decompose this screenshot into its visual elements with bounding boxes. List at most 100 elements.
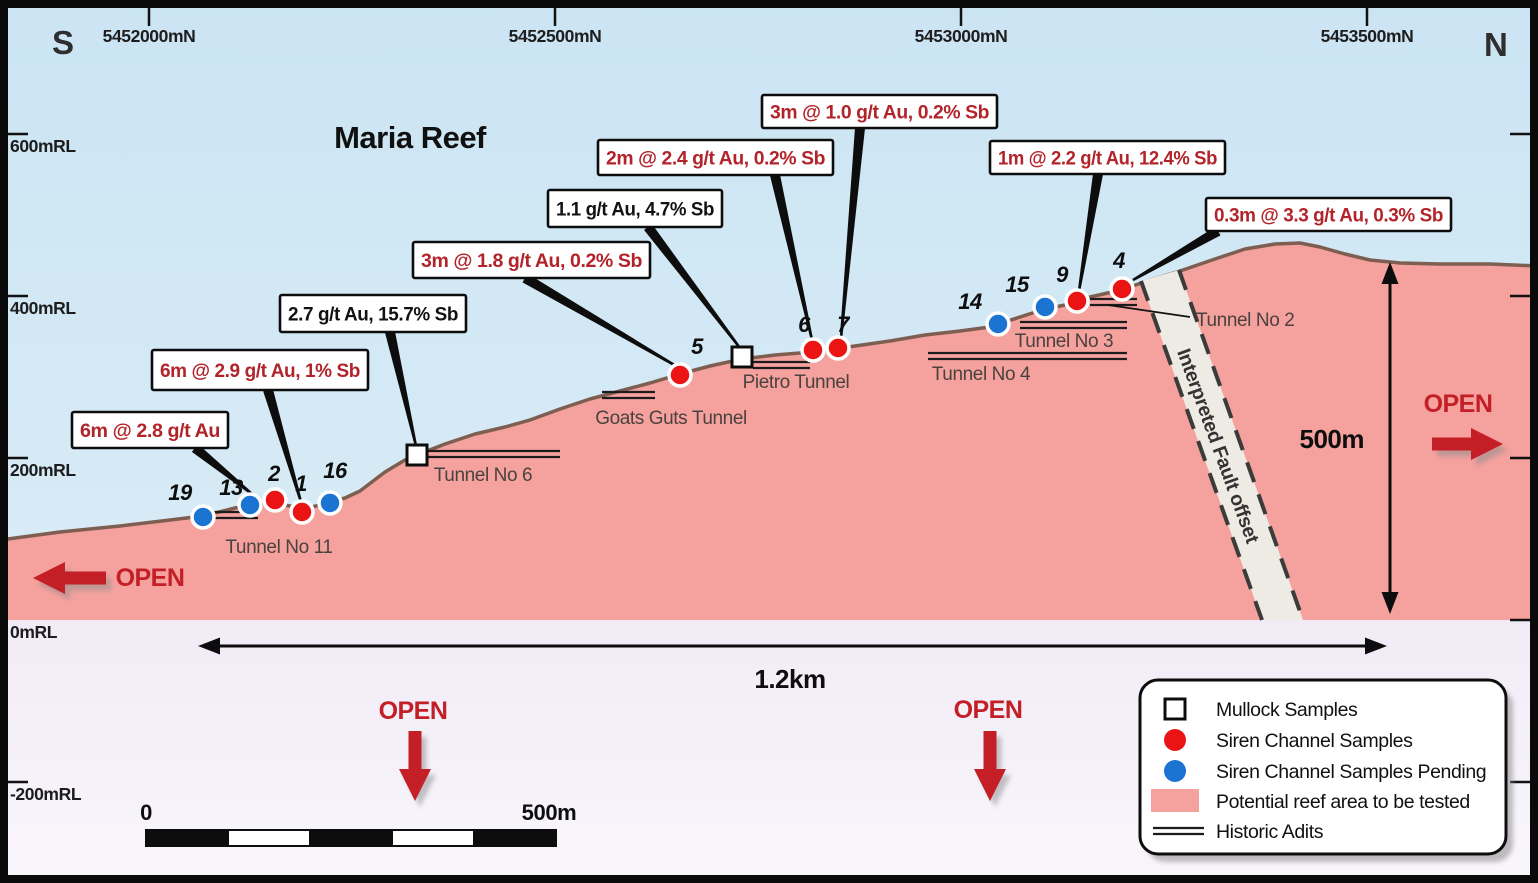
sample-number-label: 7	[837, 312, 851, 337]
assay-callout-box	[760, 93, 999, 130]
scalebar-segment	[227, 829, 311, 847]
callout-leader	[644, 223, 741, 349]
scalebar-segment	[473, 829, 557, 847]
callout-leader	[191, 444, 253, 495]
open-label-down-2: OPEN	[954, 696, 1023, 724]
open-label-down-1: OPEN	[379, 697, 448, 725]
top-axis-label: 5453500mN	[1321, 26, 1414, 46]
assay-callout-text: 1.1 g/t Au, 4.7% Sb	[556, 200, 714, 221]
left-axis-label: 600mRL	[10, 136, 76, 156]
sample-point-13	[237, 492, 263, 518]
tunnel-label: Tunnel No 2	[1196, 310, 1294, 331]
strike-arrowhead-left	[198, 637, 220, 655]
open-arrow-left	[33, 562, 106, 594]
sample-point-9	[1064, 288, 1090, 314]
callout-leader	[1077, 173, 1103, 292]
callout-leader	[770, 173, 814, 341]
depth-arrowhead-top	[1381, 262, 1399, 284]
tunnel-label: Goats Guts Tunnel	[595, 408, 747, 429]
top-axis-label: 5452000mN	[103, 26, 196, 46]
assay-callout-text: 0.3m @ 3.3 g/t Au, 0.3% Sb	[1214, 206, 1443, 227]
tunnel-label: Tunnel No 11	[225, 537, 332, 558]
sample-point-5	[667, 362, 693, 388]
sample-number-label: 15	[1005, 272, 1030, 297]
sample-number-label: 6	[798, 312, 811, 337]
sample-point-15	[1032, 294, 1058, 320]
open-arrow-down-2	[974, 731, 1006, 801]
sample-point-14	[985, 311, 1011, 337]
scalebar-segment	[391, 829, 475, 847]
assay-callout-box	[70, 410, 230, 450]
strike-length-label: 1.2km	[754, 664, 825, 694]
open-label-right: OPEN	[1424, 390, 1493, 418]
sample-number-label: 19	[168, 480, 193, 505]
mullock-sample-marker	[405, 443, 429, 467]
compass-north-label: N	[1484, 26, 1508, 63]
tunnel-label: Tunnel No 3	[1015, 331, 1113, 352]
legend-item-label: Siren Channel Samples Pending	[1216, 761, 1486, 783]
assay-callout-text: 3m @ 1.0 g/t Au, 0.2% Sb	[770, 103, 989, 124]
compass-south-label: S	[52, 24, 74, 61]
sample-number-label: 14	[958, 289, 982, 314]
top-axis-label: 5452500mN	[509, 26, 602, 46]
legend-pending-sample-icon	[1164, 760, 1186, 782]
callout-leader	[1132, 226, 1221, 282]
assay-callout-box	[988, 139, 1227, 176]
scalebar-segment	[145, 829, 229, 847]
assay-callout-box	[596, 138, 835, 177]
figure-title: Maria Reef	[334, 120, 487, 155]
sample-number-label: 2	[267, 461, 281, 486]
assay-callout-text: 2m @ 2.4 g/t Au, 0.2% Sb	[606, 149, 825, 170]
sample-number-label: 5	[691, 334, 704, 359]
scalebar-start-label: 0	[140, 800, 152, 825]
legend-reef-area-icon	[1151, 789, 1199, 812]
legend-item-label: Siren Channel Samples	[1216, 730, 1413, 752]
assay-callout-box	[546, 188, 724, 229]
callout-leader	[385, 330, 418, 447]
sample-number-label: 1	[295, 471, 307, 496]
fault-band-edge	[1177, 269, 1305, 621]
legend-item-label: Mullock Samples	[1216, 699, 1358, 721]
mullock-sample-marker	[730, 345, 754, 369]
sample-point-16	[317, 490, 343, 516]
sample-point-7	[825, 335, 851, 361]
open-arrow-down-1	[399, 731, 431, 801]
left-axis-label: -200mRL	[10, 784, 82, 804]
callout-leader	[522, 273, 677, 368]
assay-callout-box	[278, 293, 468, 334]
legend-channel-sample-icon	[1164, 729, 1186, 751]
top-axis-label: 5453000mN	[915, 26, 1008, 46]
legend-item-label: Historic Adits	[1216, 821, 1324, 843]
sample-point-4	[1109, 276, 1135, 302]
open-arrow-right	[1432, 428, 1503, 460]
assay-callout-text: 6m @ 2.9 g/t Au, 1% Sb	[160, 361, 360, 382]
assay-callout-text: 1m @ 2.2 g/t Au, 12.4% Sb	[998, 149, 1217, 170]
tunnel-leader-line	[1107, 304, 1191, 318]
open-label-left: OPEN	[116, 564, 185, 592]
sample-number-label: 4	[1112, 248, 1125, 273]
callout-leader	[263, 388, 303, 503]
left-axis-label: 200mRL	[10, 460, 76, 480]
legend-box	[1138, 678, 1508, 856]
legend-mullock-icon	[1163, 697, 1187, 721]
legend-item-label: Potential reef area to be tested	[1216, 791, 1470, 813]
strike-arrowhead-right	[1365, 637, 1387, 655]
depth-range-label: 500m	[1300, 424, 1365, 454]
depth-arrowhead-bottom	[1381, 592, 1399, 614]
scalebar-end-label: 500m	[522, 800, 577, 825]
assay-callout-text: 3m @ 1.8 g/t Au, 0.2% Sb	[421, 251, 642, 272]
reef-area	[0, 243, 1538, 620]
sample-point-19	[190, 504, 216, 530]
sample-number-label: 13	[219, 475, 243, 500]
scalebar-segment	[309, 829, 393, 847]
sample-point-2	[262, 487, 288, 513]
tunnel-label: Tunnel No 4	[932, 364, 1031, 385]
assay-callout-text: 2.7 g/t Au, 15.7% Sb	[288, 305, 458, 326]
left-axis-label: 400mRL	[10, 298, 76, 318]
sample-number-label: 9	[1056, 262, 1069, 287]
assay-callout-box	[411, 240, 652, 280]
tunnel-label: Pietro Tunnel	[743, 372, 850, 393]
